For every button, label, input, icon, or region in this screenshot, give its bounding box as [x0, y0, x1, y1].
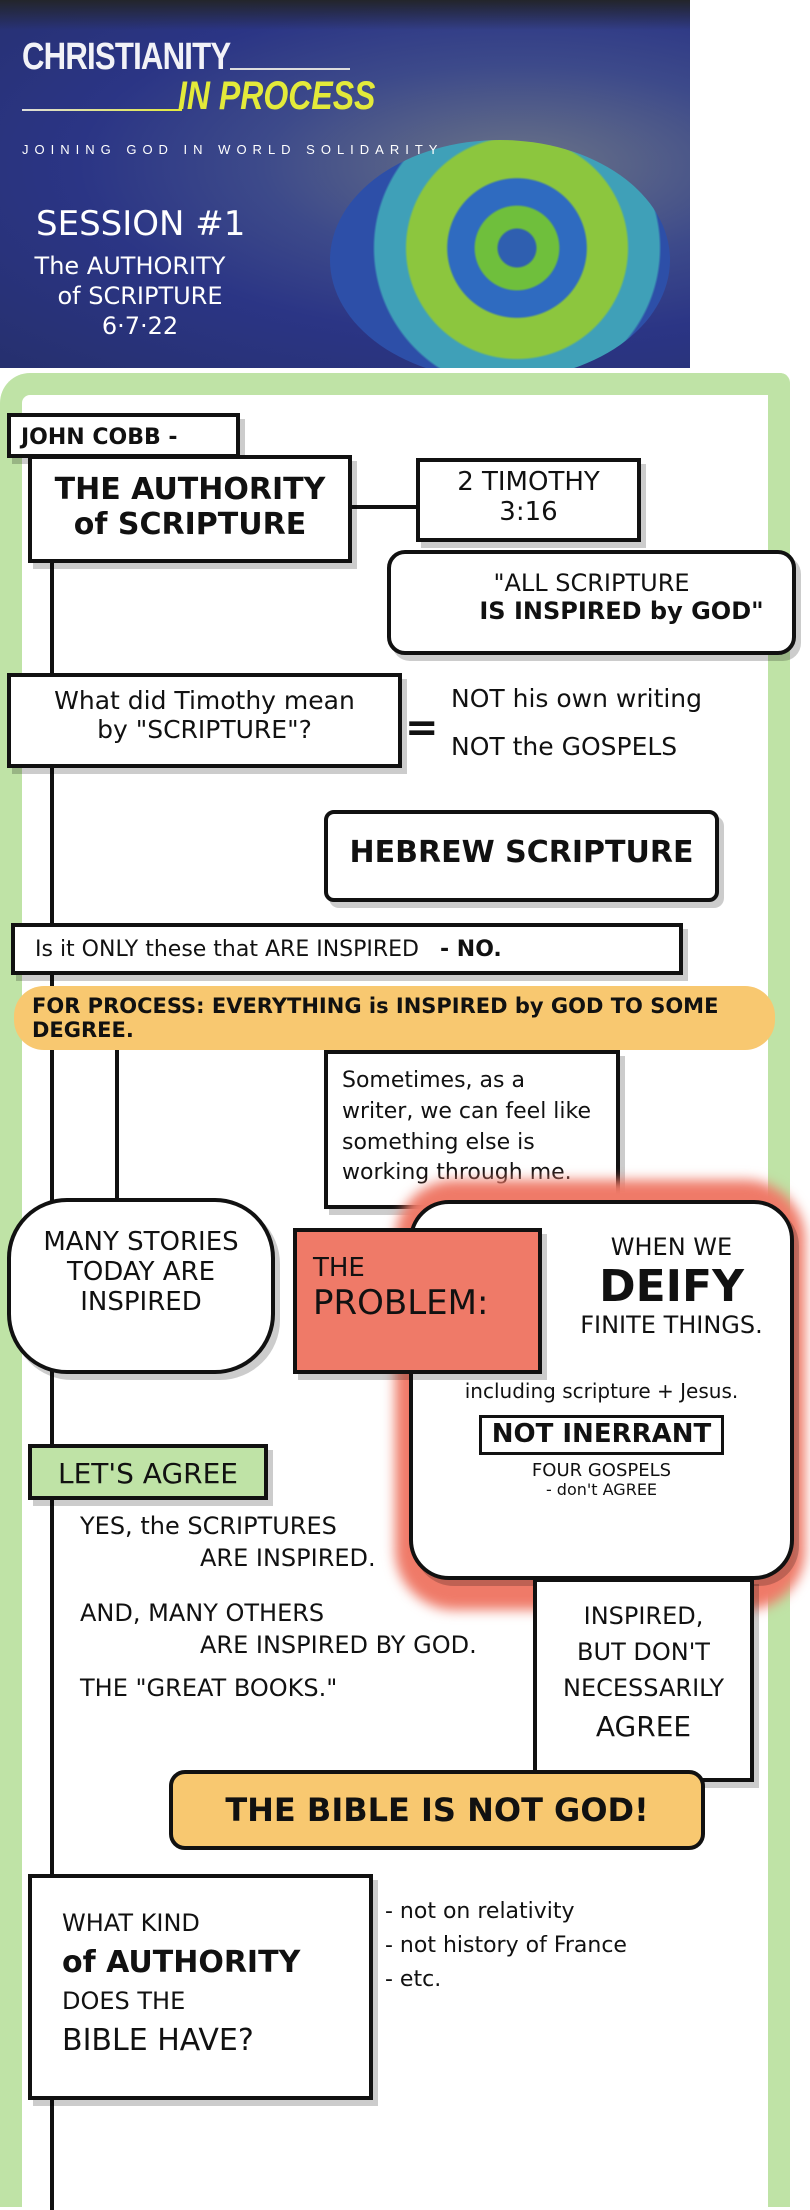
cloud-line-2: TODAY ARE	[66, 1256, 216, 1287]
only-question-box: Is it ONLY these that ARE INSPIRED - NO.	[11, 923, 683, 975]
cloud-line-3: INSPIRED	[80, 1286, 202, 1317]
title-rule	[230, 68, 350, 70]
lets-agree-box: LET'S AGREE	[28, 1444, 268, 1500]
session-date: 6·7·22	[101, 312, 179, 340]
question-line-1: What did Timothy mean	[54, 686, 355, 715]
speaker-box: JOHN COBB -	[7, 413, 240, 458]
great-books: THE "GREAT BOOKS."	[80, 1673, 338, 1702]
session-title-2: of SCRIPTURE	[57, 282, 223, 310]
list-item: - etc.	[385, 1967, 442, 1993]
inspired-line-1: INSPIRED,	[583, 1602, 704, 1630]
inspired-box: INSPIRED, BUT DON'T NECESSARILY AGREE	[533, 1578, 754, 1782]
deify-heading: WHEN WE DEIFY FINITE THINGS.	[553, 1233, 790, 1340]
agree-and-1: AND, MANY OTHERS	[80, 1598, 325, 1627]
quote-line-1: "ALL SCRIPTURE	[493, 569, 690, 597]
deify-line-2: DEIFY	[599, 1260, 744, 1312]
quote-line-2: IS INSPIRED by GOD"	[479, 596, 764, 625]
inspired-line-4: AGREE	[595, 1710, 692, 1743]
topic-line-2: of SCRIPTURE	[73, 506, 307, 542]
verse-line-2: 3:16	[499, 496, 558, 527]
not-list: NOT his own writing NOT the GOSPELS	[451, 675, 702, 771]
dont-agree: - don't AGREE	[545, 1480, 658, 1500]
agree-yes-2: ARE INSPIRED.	[200, 1544, 376, 1573]
inspired-line-2: BUT DON'T	[577, 1638, 710, 1666]
many-stories-cloud: MANY STORIES TODAY ARE INSPIRED	[7, 1198, 275, 1374]
equals-sign: =	[405, 705, 439, 751]
question-line-2: by "SCRIPTURE"?	[97, 714, 312, 744]
what-kind-box: WHAT KIND of AUTHORITY DOES THE BIBLE HA…	[28, 1874, 373, 2100]
topic-line-1: THE AUTHORITY	[54, 472, 326, 507]
inspired-line-3: NECESSARILY	[563, 1674, 724, 1702]
spiral-graphic	[330, 140, 670, 368]
list-item: - not on relativity	[385, 1899, 575, 1924]
topic-box: THE AUTHORITY of SCRIPTURE	[28, 455, 352, 563]
what-kind-line-2: of AUTHORITY	[62, 1944, 301, 1980]
what-kind-line-1: WHAT KIND	[62, 1909, 200, 1937]
including-text: including scripture + Jesus.	[464, 1378, 739, 1403]
session-title-1: The AUTHORITY	[34, 252, 226, 280]
bible-not-god-banner: THE BIBLE IS NOT GOD!	[169, 1770, 705, 1850]
problem-box: THE PROBLEM:	[293, 1228, 542, 1374]
agree-list: YES, the SCRIPTURES ARE INSPIRED. AND, M…	[80, 1510, 477, 1704]
quote-scroll: "ALL SCRIPTURE IS INSPIRED by GOD"	[387, 550, 796, 655]
connector-line	[115, 1050, 119, 1220]
agree-yes-1: YES, the SCRIPTURES	[80, 1512, 337, 1540]
only-question: Is it ONLY these that ARE INSPIRED	[35, 937, 420, 962]
not-inerrant-box: NOT INERRANT	[478, 1414, 725, 1455]
agree-and-2: ARE INSPIRED BY GOD.	[200, 1631, 477, 1660]
verse-line-1: 2 TIMOTHY	[457, 467, 600, 497]
sometimes-box: Sometimes, as a writer, we can feel like…	[324, 1050, 620, 1209]
connector-line	[352, 505, 422, 509]
cloud-line-1: MANY STORIES	[43, 1227, 239, 1257]
session-number: SESSION #1	[36, 204, 246, 244]
header-top-shade	[0, 0, 690, 30]
answer-no: - NO.	[440, 937, 502, 962]
hebrew-scripture-scroll: HEBREW SCRIPTURE	[324, 810, 719, 902]
main-connector-line	[50, 560, 54, 2210]
four-gospels: FOUR GOSPELS	[531, 1459, 672, 1481]
what-kind-line-4: BIBLE HAVE?	[62, 2023, 254, 2059]
deify-line-1: WHEN WE	[610, 1233, 733, 1261]
deify-line-3: FINITE THINGS.	[580, 1311, 763, 1340]
title-rule-yellow	[22, 109, 182, 111]
authority-limits-list: - not on relativity - not history of Fra…	[385, 1895, 627, 1997]
series-subtitle: IN PROCESS	[178, 74, 376, 118]
session-header-banner: CHRISTIANITY IN PROCESS JOINING GOD IN W…	[0, 0, 690, 368]
problem-line-1: THE	[313, 1253, 365, 1283]
list-item: - not history of France	[385, 1933, 627, 1959]
question-box: What did Timothy mean by "SCRIPTURE"?	[7, 673, 402, 768]
what-kind-line-3: DOES THE	[62, 1987, 186, 2016]
tagline: JOINING GOD IN WORLD SOLIDARITY	[22, 142, 444, 157]
process-highlight: FOR PROCESS: EVERYTHING is INSPIRED by G…	[14, 986, 775, 1050]
problem-line-2: PROBLEM:	[313, 1282, 489, 1323]
not-line-2: NOT the GOSPELS	[451, 732, 678, 761]
series-title: CHRISTIANITY	[22, 36, 231, 78]
not-line-1: NOT his own writing	[451, 684, 703, 713]
verse-box: 2 TIMOTHY 3:16	[416, 458, 641, 542]
